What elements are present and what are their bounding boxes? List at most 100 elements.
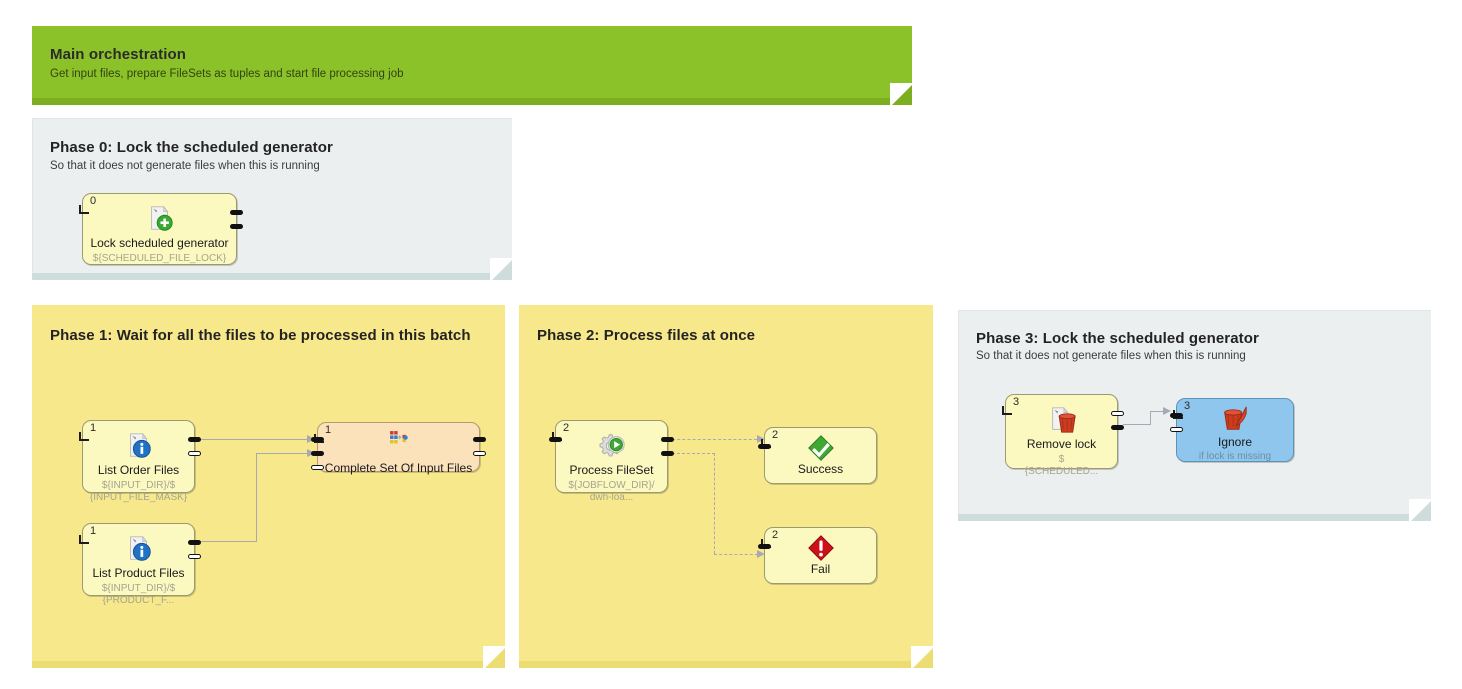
port-out-1[interactable]	[188, 437, 201, 442]
panel-subtitle: So that it does not generate files when …	[976, 350, 1246, 362]
panel-bottom-strip	[32, 98, 892, 105]
panel-bottom-strip	[32, 273, 492, 280]
node-subtitle-line2: {SCHEDULED...	[1024, 466, 1099, 477]
node-title: Complete Set Of Input Files	[324, 461, 473, 475]
node-subtitle: ${INPUT_DIR}/$ {INPUT_FILE_MASK}	[86, 480, 191, 504]
node-index: 3	[1013, 396, 1020, 408]
connector-arrowhead	[757, 550, 765, 558]
port-in-1[interactable]	[1170, 413, 1183, 418]
node-subtitle: ${JOBFLOW_DIR}/ dwh-loa...	[559, 480, 664, 504]
document-info-icon	[129, 535, 151, 561]
connector-removelock-to-ignore-h1	[1123, 424, 1151, 425]
port-out-2[interactable]	[188, 451, 201, 456]
node-success[interactable]: 2 Success	[758, 427, 877, 484]
connector-process-to-fail-h1	[667, 453, 715, 454]
node-index: 0	[90, 195, 97, 207]
green-check-diamond-icon	[807, 435, 834, 461]
panel-fold-corner	[483, 646, 505, 668]
node-index: 3	[1184, 400, 1191, 412]
node-title: Remove lock	[1026, 437, 1097, 451]
node-subtitle-line2: {INPUT_FILE_MASK}	[89, 492, 188, 503]
node-subtitle-line2: dwh-loa...	[589, 492, 634, 503]
node-subtitle-line2: {PRODUCT_F...	[102, 595, 175, 606]
node-subtitle-line1: ${JOBFLOW_DIR}/	[568, 480, 655, 491]
node-index: 2	[772, 429, 779, 441]
node-index: 1	[90, 525, 97, 537]
red-exclamation-diamond-icon	[807, 535, 834, 561]
node-subtitle: ${INPUT_DIR}/$ {PRODUCT_F...	[86, 583, 191, 607]
node-remove-lock[interactable]: 3 Remove lock $ {SCHEDULED...	[1002, 394, 1124, 477]
connector-product-to-complete-h1	[195, 541, 257, 542]
port-out-1[interactable]	[661, 437, 674, 442]
node-subtitle: if lock is missing	[1198, 451, 1272, 462]
panel-fold-corner	[890, 83, 912, 105]
node-fail[interactable]: 2 Fail	[758, 527, 877, 584]
node-subtitle-line1: ${INPUT_DIR}/$	[101, 480, 176, 491]
port-in-3[interactable]	[311, 465, 324, 470]
node-subtitle-line1: ${INPUT_DIR}/$	[101, 583, 176, 594]
tuple-grid-icon	[389, 431, 408, 444]
gear-play-icon	[599, 434, 625, 457]
node-process-fileset[interactable]: 2 Process FileSet ${JOBFLOW_DIR}/ dwh-lo…	[549, 420, 674, 503]
phase-0-panel: Phase 0: Lock the scheduled generator So…	[32, 118, 512, 280]
port-in-1[interactable]	[311, 437, 324, 442]
node-index: 1	[90, 422, 97, 434]
panel-bottom-strip	[519, 661, 913, 668]
document-trash-icon	[1051, 406, 1076, 433]
node-title: Lock scheduled generator	[90, 236, 229, 250]
panel-fold-corner	[1409, 499, 1431, 521]
port-out-1[interactable]	[188, 540, 201, 545]
panel-bottom-strip	[958, 514, 1411, 521]
port-out-2[interactable]	[230, 224, 243, 229]
port-in-2[interactable]	[1170, 427, 1183, 432]
connector-product-to-complete-v	[256, 453, 257, 542]
port-out-1[interactable]	[230, 210, 243, 215]
panel-title: Main orchestration	[50, 46, 186, 63]
port-in-1[interactable]	[549, 437, 562, 442]
connector-process-to-fail-v	[714, 453, 715, 554]
port-out-2[interactable]	[188, 554, 201, 559]
connector-process-to-success	[667, 439, 762, 440]
port-out-2[interactable]	[661, 451, 674, 456]
node-title: Process FileSet	[569, 463, 654, 477]
panel-title: Phase 1: Wait for all the files to be pr…	[50, 327, 471, 344]
trash-feather-icon	[1224, 406, 1247, 430]
node-title: Fail	[810, 562, 831, 576]
port-out-2[interactable]	[1111, 425, 1124, 430]
node-lock-scheduled-generator[interactable]: 0 Lock scheduled generator ${SCHEDULED_F…	[79, 193, 243, 265]
panel-subtitle: So that it does not generate files when …	[50, 160, 320, 172]
node-title: List Order Files	[97, 463, 180, 477]
node-subtitle: $ {SCHEDULED...	[1009, 454, 1114, 478]
port-out-1[interactable]	[1111, 411, 1124, 416]
node-corner-tick	[79, 205, 89, 214]
panel-fold-corner	[911, 646, 933, 668]
node-index: 2	[563, 422, 570, 434]
panel-title: Phase 3: Lock the scheduled generator	[976, 330, 1259, 347]
node-corner-tick	[79, 535, 89, 544]
node-list-product-files[interactable]: 1 List Product Files ${INPUT_DIR}/$ {PRO…	[79, 523, 201, 606]
node-title: Ignore	[1217, 435, 1253, 449]
port-in-1[interactable]	[758, 544, 771, 549]
node-subtitle: ${SCHEDULED_FILE_LOCK}	[92, 253, 227, 264]
node-list-order-files[interactable]: 1 List Order Files ${INPUT_DIR}/$ {INPUT…	[79, 420, 201, 503]
panel-title: Phase 2: Process files at once	[537, 327, 756, 344]
port-out-1[interactable]	[473, 437, 486, 442]
connector-process-to-fail-h2	[714, 554, 763, 555]
node-complete-set-of-input-files[interactable]: 1 Complete Set Of Input Files	[311, 422, 486, 475]
connector-removelock-to-ignore-v	[1150, 411, 1151, 425]
port-in-2[interactable]	[311, 451, 324, 456]
phase-2-panel: Phase 2: Process files at once 2 Process…	[519, 305, 933, 668]
port-in-1[interactable]	[758, 444, 771, 449]
document-info-icon	[129, 432, 151, 458]
node-ignore[interactable]: 3 Ignore if lock is missing	[1170, 398, 1294, 462]
node-index: 2	[772, 529, 779, 541]
main-orchestration-panel: Main orchestration Get input files, prep…	[32, 26, 912, 105]
panel-bottom-strip	[32, 661, 485, 668]
node-title: List Product Files	[92, 566, 185, 580]
port-out-2[interactable]	[473, 451, 486, 456]
node-title: Success	[797, 462, 844, 476]
node-corner-tick	[1002, 406, 1012, 415]
phase-1-panel: Phase 1: Wait for all the files to be pr…	[32, 305, 505, 668]
node-corner-tick	[79, 432, 89, 441]
